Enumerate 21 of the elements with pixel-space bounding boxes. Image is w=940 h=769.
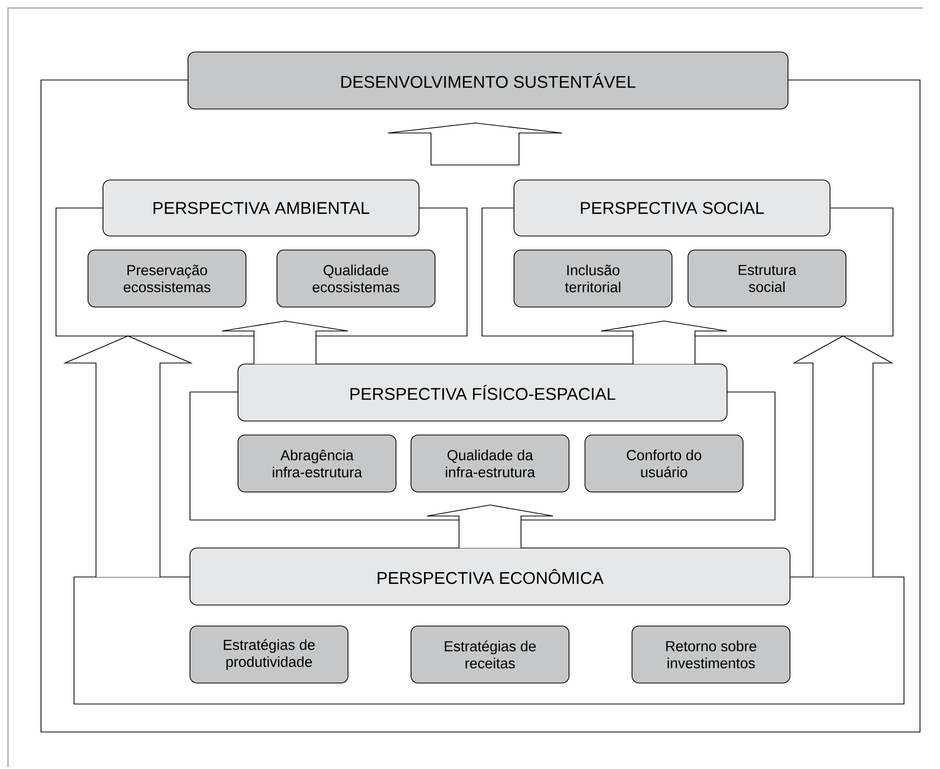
item-box: Qualidade da infra-estrutura: [410, 434, 570, 492]
item-box: Preservação ecossistemas: [88, 250, 246, 308]
item-box: Estrutura social: [688, 250, 846, 308]
header-box: PERSPECTIVA FÍSICO-ESPACIAL: [238, 364, 728, 422]
item-box: Inclusão territorial: [514, 250, 672, 308]
item-box: Qualidade ecossistemas: [276, 250, 436, 308]
block-arrow: [792, 336, 894, 578]
item-box: Abragência infra-estrutura: [238, 434, 396, 492]
item-box: Retorno sobre investimentos: [632, 626, 790, 684]
header-box: PERSPECTIVA AMBIENTAL: [102, 180, 420, 236]
item-box: Estratégias de receitas: [410, 626, 570, 684]
item-box: Conforto do usuário: [584, 434, 744, 492]
block-arrow: [426, 504, 554, 548]
header-box: PERSPECTIVA ECONÔMICA: [190, 548, 790, 606]
block-arrow: [63, 336, 193, 578]
block-arrow: [222, 320, 348, 364]
header-box: PERSPECTIVA SOCIAL: [514, 180, 830, 236]
header-box: DESENVOLVIMENTO SUSTENTÁVEL: [188, 52, 788, 110]
block-arrow: [388, 122, 562, 166]
block-arrow: [600, 320, 728, 364]
item-box: Estratégias de produtividade: [190, 626, 348, 684]
